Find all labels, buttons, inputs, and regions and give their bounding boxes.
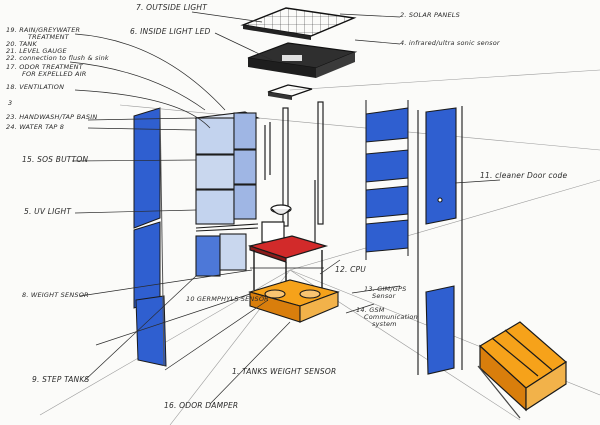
- base-tanks: [248, 279, 340, 323]
- label-communication: Communication: [364, 313, 418, 321]
- right-storage-boxes: [365, 100, 409, 260]
- label-odor-damper: 16. ODOR DAMPER: [164, 401, 239, 410]
- label-tank: 20. TANK: [6, 40, 37, 48]
- label-gps-sensor: Sensor: [372, 292, 396, 300]
- label-handwash-basin: 23. HANDWASH/TAP BASIN: [6, 113, 98, 121]
- inside-light-led: [267, 84, 313, 100]
- left-wall-panels: [133, 107, 167, 367]
- label-water-tap: 24. WATER TAP 8: [6, 123, 65, 131]
- label-weight-sensor: 8. WEIGHT SENSOR: [22, 291, 89, 299]
- label-solar-panels: 2. SOLAR PANELS: [400, 11, 460, 19]
- label-inside-light-led: 6. INSIDE LIGHT LED: [130, 27, 211, 36]
- label-infrared-sensor: 4. infrared/ultra sonic sensor: [400, 39, 500, 47]
- label-uv-light: 5. UV LIGHT: [24, 207, 72, 216]
- label-treatment: TREATMENT: [28, 33, 69, 41]
- roof-panel: [247, 42, 358, 78]
- label-3: 3: [8, 99, 13, 107]
- label-cleaner-door-code: 11. cleaner Door code: [480, 171, 568, 180]
- label-gim-gps: 13. GIM/GPS: [364, 285, 407, 293]
- label-ventilation: 18. VENTILATION: [6, 83, 65, 91]
- left-shelving: [194, 111, 260, 277]
- label-expelled-air: FOR EXPELLED AIR: [22, 70, 87, 78]
- central-frame: [264, 101, 324, 250]
- label-step-tanks: 9. STEP TANKS: [32, 375, 90, 384]
- label-odor-treatment: 17. ODOR TREATMENT: [6, 63, 83, 71]
- label-system: system: [372, 320, 397, 328]
- label-sos-button: 15. SOS BUTTON: [22, 155, 89, 164]
- label-level-gauge: 21. LEVEL GAUGE: [6, 47, 67, 55]
- basin-and-table: [247, 204, 329, 302]
- door-panel: [417, 106, 463, 375]
- label-connection-flush: 22. connection to flush & sink: [6, 54, 109, 62]
- orange-steps: [477, 321, 567, 419]
- label-cpu: 12. CPU: [335, 265, 366, 274]
- solar-panels: [240, 7, 357, 40]
- label-outside-light: 7. OUTSIDE LIGHT: [136, 3, 208, 12]
- label-rain-greywater: 19. RAIN/GREYWATER: [6, 26, 81, 34]
- leader-lines: [69, 11, 501, 405]
- label-germphyls-sensor: 10 GERMPHYLS SENSOR: [186, 295, 269, 303]
- label-tanks-weight-sensor: 1. TANKS WEIGHT SENSOR: [232, 367, 337, 376]
- label-gsm: 14. GSM: [356, 306, 385, 314]
